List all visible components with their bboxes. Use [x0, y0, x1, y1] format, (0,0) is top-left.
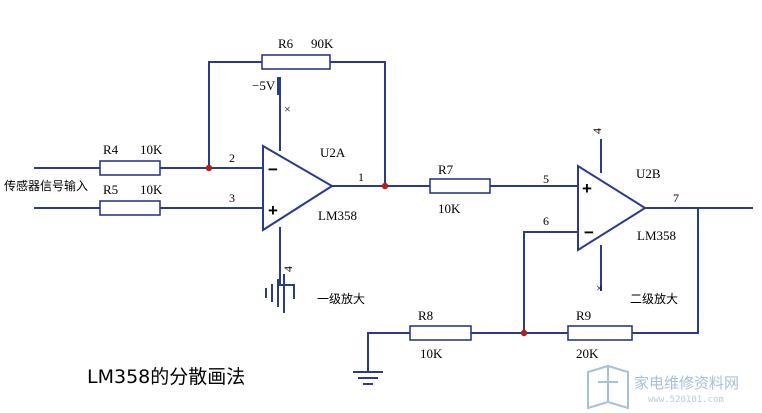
wire-r8-ground [367, 332, 411, 371]
pin-number: 1 [358, 170, 364, 184]
junction-dot [205, 164, 213, 172]
resistor-ref: R6 [278, 36, 294, 51]
pin-number: 3 [229, 191, 235, 205]
opamp-triangle [262, 144, 334, 232]
diagram-caption: LM358的分散画法 [87, 366, 245, 388]
resistor-value: 20K [576, 346, 599, 361]
wire-feedback-left [208, 61, 263, 169]
resistor-r6: R6 90K [261, 36, 334, 70]
pin-number: 4 [281, 266, 295, 272]
watermark-logo-icon [587, 364, 629, 410]
resistor-r7: R7 10K [429, 162, 491, 216]
pin-number: 6 [543, 214, 549, 228]
wire-pin6 [523, 231, 579, 334]
opamp-part: LM358 [318, 208, 357, 223]
inverting-sign: − [268, 160, 278, 179]
resistor-ref: R5 [103, 182, 118, 197]
resistor-value: 10K [140, 142, 163, 157]
opamp-ref: U2B [636, 166, 661, 181]
pin-number: 5 [543, 172, 549, 186]
pin-number: 4 [590, 128, 604, 134]
supply-neg-5v: −5V [252, 77, 281, 95]
opamp-ref: U2A [320, 145, 346, 160]
resistor-r8: R8 10K [409, 308, 472, 361]
opamp-u2b: + − U2B LM358 5 6 7 4 × [543, 128, 679, 295]
watermark-text: 家电维修资料网 [634, 374, 739, 392]
pin-number: 2 [229, 151, 235, 165]
inverting-sign: − [584, 223, 594, 242]
opamp-u2a: − + U2A LM358 2 3 1 4 × [229, 102, 364, 272]
resistor-ref: R4 [103, 142, 119, 157]
watermark: 家电维修资料网 www.520101.com [587, 364, 739, 410]
opamp-part: LM358 [637, 228, 676, 243]
resistor-value: 90K [311, 36, 334, 51]
resistor-body [409, 325, 472, 341]
resistor-body [99, 200, 161, 216]
resistor-ref: R7 [438, 162, 454, 177]
resistor-body [261, 54, 331, 70]
pin-number: 7 [673, 191, 679, 205]
resistor-ref: R9 [576, 308, 591, 323]
supply-label: −5V [252, 78, 276, 93]
input-label: 传感器信号输入 [4, 178, 88, 193]
resistor-r9: R9 20K [567, 308, 633, 361]
resistor-value: 10K [438, 201, 461, 216]
no-connect-mark: × [284, 102, 291, 116]
resistor-body [429, 178, 491, 194]
opamp-triangle [577, 164, 647, 252]
wire-feedback2-right [631, 207, 699, 334]
noninverting-sign: + [268, 201, 278, 220]
resistor-value: 10K [420, 346, 443, 361]
resistor-body [99, 160, 161, 176]
wire-feedback-right [329, 61, 386, 187]
junction-dot [381, 182, 389, 190]
resistor-ref: R8 [418, 308, 433, 323]
noninverting-sign: + [582, 179, 592, 198]
stage1-label: 一级放大 [317, 291, 365, 306]
ground-symbol [353, 371, 383, 385]
battery-symbol [265, 274, 295, 313]
wires [34, 61, 753, 371]
watermark-url: www.520101.com [648, 395, 724, 405]
resistor-r5: R5 10K [99, 182, 163, 216]
junction-dot [520, 329, 528, 337]
stage2-label: 二级放大 [630, 291, 678, 306]
resistor-r4: R4 10K [99, 142, 163, 176]
no-connect-mark: × [596, 281, 603, 295]
resistor-value: 10K [140, 182, 163, 197]
resistor-body [567, 325, 633, 341]
